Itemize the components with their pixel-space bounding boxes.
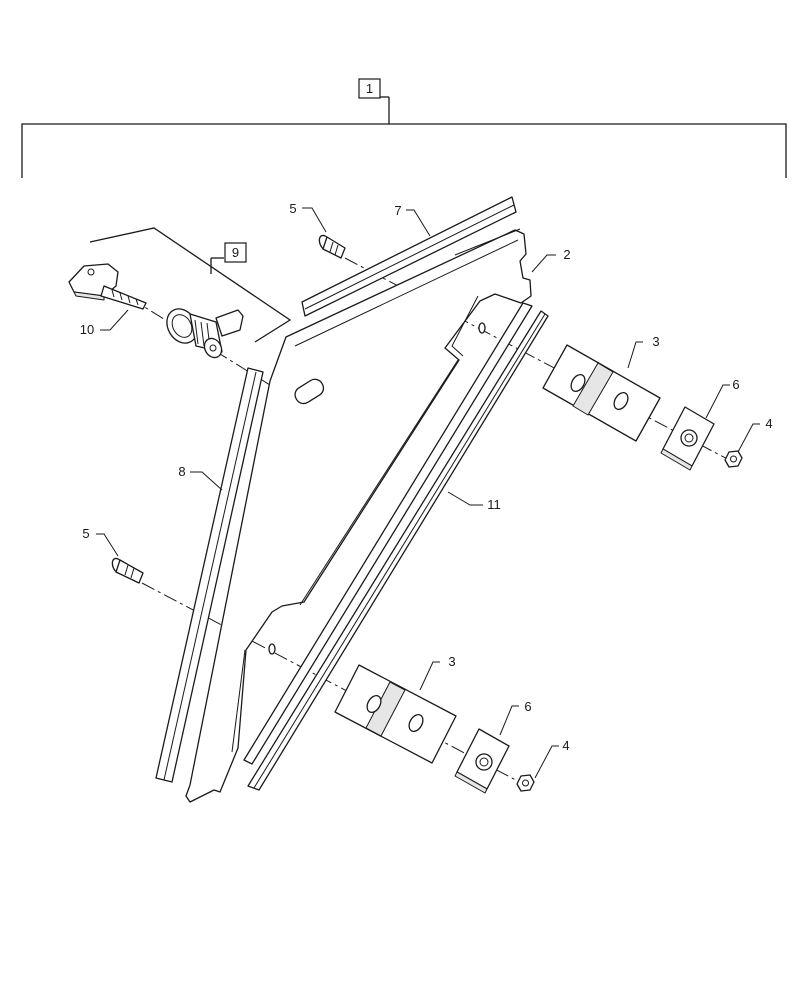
seal-strip-right	[243, 302, 549, 791]
callout-1: 1	[358, 78, 381, 99]
callout-6-lower: 6	[524, 699, 531, 714]
callout-8: 8	[178, 464, 185, 479]
screw-upper	[318, 234, 346, 259]
callout-9: 9	[224, 242, 247, 263]
spacer-lower	[454, 728, 510, 794]
callout-4-lower: 4	[562, 738, 569, 753]
hinge-lower	[334, 664, 457, 764]
callout-5-lower: 5	[82, 526, 89, 541]
nut-lower	[516, 774, 535, 792]
hinge-upper	[542, 344, 661, 442]
nut-upper	[724, 450, 743, 468]
callout-3-lower: 3	[448, 654, 455, 669]
panel-holes	[268, 322, 486, 655]
callout-2: 2	[563, 247, 570, 262]
assembly-bracket	[21, 96, 787, 178]
callout-6-upper: 6	[732, 377, 739, 392]
svg-text:9: 9	[232, 245, 239, 260]
window-panel	[185, 228, 532, 803]
callout-4-upper: 4	[765, 416, 772, 431]
callout-7: 7	[394, 203, 401, 218]
callout-3-upper: 3	[652, 334, 659, 349]
callout-11: 11	[487, 497, 501, 512]
screw-lower	[111, 557, 144, 584]
key	[68, 263, 147, 310]
lock-kit-bracket	[89, 227, 292, 343]
spacer-upper	[660, 406, 715, 471]
callout-10: 10	[80, 322, 94, 337]
seal-strip-top	[301, 196, 517, 317]
lock-cylinder	[166, 308, 244, 359]
seal-strip-left	[155, 367, 264, 783]
svg-text:1: 1	[366, 81, 373, 96]
leader-lines	[96, 207, 760, 779]
callout-5-upper: 5	[289, 201, 296, 216]
